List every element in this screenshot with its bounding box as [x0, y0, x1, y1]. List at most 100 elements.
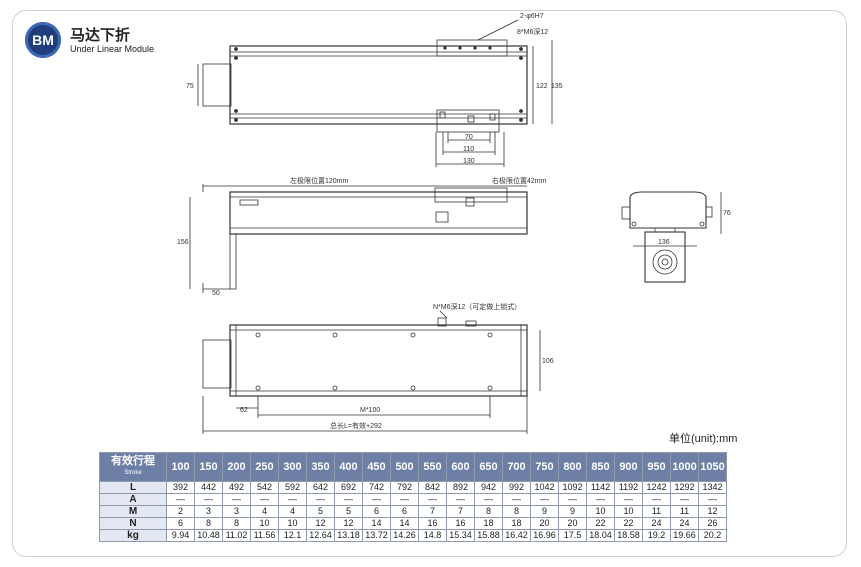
stroke-header-label: 有效行程	[111, 455, 155, 467]
spec-cell: 942	[474, 481, 503, 494]
spec-cell: 692	[334, 481, 363, 494]
end-dim-76: 76	[723, 210, 731, 217]
spec-cell: 7	[418, 505, 447, 518]
top-dim-70: 70	[465, 134, 473, 141]
end-dim-136: 136	[658, 239, 670, 246]
spec-cell: 10	[614, 505, 643, 518]
spec-cell: 1342	[698, 481, 727, 494]
spec-cell: —	[222, 493, 251, 506]
stroke-value-cell: 100	[166, 452, 195, 482]
stroke-value-cell: 150	[194, 452, 223, 482]
stroke-value-cell: 250	[250, 452, 279, 482]
stroke-value-cell: 500	[390, 452, 419, 482]
spec-cell: —	[418, 493, 447, 506]
spec-cell: 8	[194, 517, 223, 530]
spec-cell: 642	[306, 481, 335, 494]
spec-cell: 4	[250, 505, 279, 518]
spec-cell: 11.02	[222, 529, 251, 542]
spec-cell: —	[474, 493, 503, 506]
spec-cell: 10.48	[194, 529, 223, 542]
spec-row-label: L	[99, 481, 167, 494]
stroke-value-cell: 550	[418, 452, 447, 482]
spec-cell: 992	[502, 481, 531, 494]
spec-cell: 24	[670, 517, 699, 530]
spec-cell: 20.2	[698, 529, 727, 542]
spec-cell: 26	[698, 517, 727, 530]
spec-cell: 18.58	[614, 529, 643, 542]
spec-cell: —	[558, 493, 587, 506]
spec-cell: —	[306, 493, 335, 506]
spec-cell: 14.8	[418, 529, 447, 542]
spec-cell: —	[362, 493, 391, 506]
stroke-value-cell: 800	[558, 452, 587, 482]
spec-cell: 2	[166, 505, 195, 518]
stroke-value-cell: 350	[306, 452, 335, 482]
brand-subtitle: Under Linear Module	[70, 44, 155, 54]
spec-cell: 392	[166, 481, 195, 494]
stroke-header-sub: Stroke	[124, 470, 142, 476]
side-view	[189, 184, 528, 293]
spec-cell: 892	[446, 481, 475, 494]
spec-cell: 20	[530, 517, 559, 530]
spec-cell: 1092	[558, 481, 587, 494]
spec-cell: 842	[418, 481, 447, 494]
side-left-limit: 左极限位置120mm	[290, 176, 349, 185]
spec-cell: 5	[334, 505, 363, 518]
stroke-value-cell: 900	[614, 452, 643, 482]
spec-cell: 15.34	[446, 529, 475, 542]
top-dim-130: 130	[463, 158, 475, 165]
bottom-total-length: 总长L=有效+292	[330, 421, 382, 430]
spec-cell: 8	[474, 505, 503, 518]
stroke-value-cell: 600	[446, 452, 475, 482]
spec-cell: 12.64	[306, 529, 335, 542]
spec-cell: 5	[306, 505, 335, 518]
spec-cell: —	[446, 493, 475, 506]
spec-cell: 11	[670, 505, 699, 518]
spec-cell: —	[390, 493, 419, 506]
spec-row: A————————————————————	[99, 493, 727, 506]
spec-cell: 18.04	[586, 529, 615, 542]
spec-cell: 16	[446, 517, 475, 530]
spec-cell: 8	[222, 517, 251, 530]
bottom-view-motor	[202, 339, 232, 389]
top-dim-135: 135	[551, 83, 563, 90]
spec-cell: 10	[278, 517, 307, 530]
stroke-value-cell: 950	[642, 452, 671, 482]
spec-cell: 6	[390, 505, 419, 518]
spec-cell: 17.5	[558, 529, 587, 542]
stroke-value-cell: 650	[474, 452, 503, 482]
spec-cell: 12	[334, 517, 363, 530]
top-hole-note: 2-φ6H7	[520, 13, 544, 20]
spec-cell: 14	[362, 517, 391, 530]
spec-cell: 18	[502, 517, 531, 530]
bottom-pitch: M*100	[360, 407, 380, 414]
stroke-value-cell: 300	[278, 452, 307, 482]
stroke-value-cell: 1000	[670, 452, 699, 482]
spec-cell: 4	[278, 505, 307, 518]
top-dim-122: 122	[536, 83, 548, 90]
stroke-value-cell: 750	[530, 452, 559, 482]
spec-cell: 12	[698, 505, 727, 518]
brand-title: 马达下折	[70, 27, 131, 44]
spec-cell: 742	[362, 481, 391, 494]
spec-cell: —	[530, 493, 559, 506]
spec-cell: 6	[166, 517, 195, 530]
spec-cell: 22	[586, 517, 615, 530]
spec-cell: 542	[250, 481, 279, 494]
spec-cell: —	[698, 493, 727, 506]
stroke-header-cell: 有效行程 Stroke	[99, 452, 167, 482]
spec-cell: —	[250, 493, 279, 506]
spec-row-label: A	[99, 493, 167, 506]
spec-cell: 16.96	[530, 529, 559, 542]
spec-cell: 592	[278, 481, 307, 494]
spec-cell: 1292	[670, 481, 699, 494]
spec-cell: 14.26	[390, 529, 419, 542]
bottom-dim-62: 62	[240, 407, 248, 414]
